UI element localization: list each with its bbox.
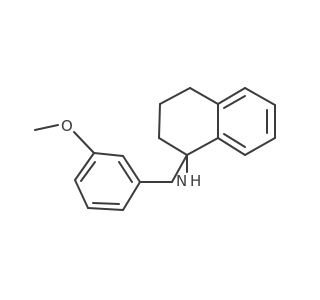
bond-anisole-1 (74, 152, 95, 181)
bond-anisole-3 (87, 207, 124, 211)
bond-o-ring (73, 131, 95, 154)
oxygen-label: O (61, 117, 73, 135)
bond-ch2-quaternary (171, 154, 188, 183)
bond-anisole-2 (74, 179, 89, 209)
molecule-diagram: O N H (34, 87, 276, 211)
bond-anisole-double-1 (80, 161, 96, 182)
bond-methyl-o (34, 124, 59, 131)
bond-arene-1 (217, 87, 246, 105)
bond-arene-4 (244, 137, 276, 156)
amine-hydrogen-label: H (190, 172, 201, 190)
bond-sat-3 (159, 87, 191, 105)
bond-arene-2 (244, 87, 276, 106)
bond-anisole-6 (93, 152, 124, 157)
bond-sat-1 (158, 137, 188, 156)
bond-anisole-5 (122, 155, 141, 183)
bond-anisole-double-2 (92, 202, 120, 205)
bond-arene-double-1 (223, 95, 246, 109)
amine-nitrogen-label: N (176, 172, 187, 190)
bond-sat-2 (158, 103, 161, 139)
structure-canvas: O N H (34, 87, 276, 211)
bond-anisole-4 (122, 181, 141, 211)
bond-sat-4 (189, 87, 219, 105)
bond-arene-double-3 (223, 133, 246, 148)
bond-anisole-double-3 (118, 161, 133, 183)
bond-arene-5 (217, 137, 246, 156)
bond-sat-6 (186, 137, 219, 156)
